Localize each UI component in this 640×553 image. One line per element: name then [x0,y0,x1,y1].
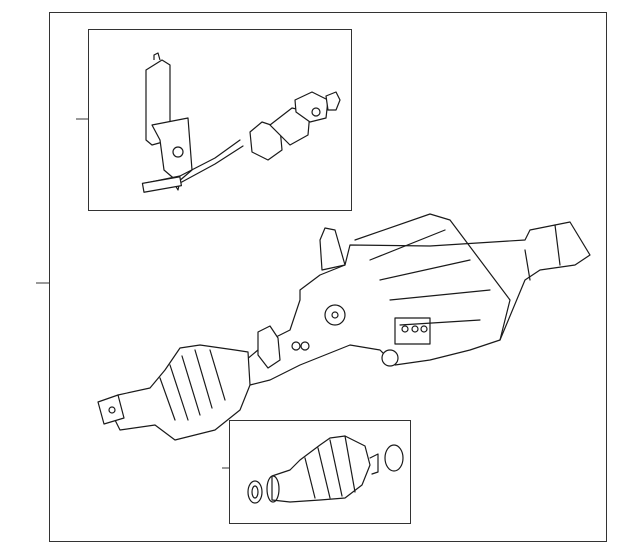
boot-kit-part [266,435,379,503]
intermediate-shaft-part [141,91,341,193]
outer-frame [49,12,607,542]
inset-frame-bottom [229,420,411,524]
boot-part [97,344,251,441]
inset-boot-seal-kit[interactable] [222,420,411,524]
motor-part [145,52,193,191]
steering-column-assembly[interactable] [97,213,591,441]
inset-frame-top [88,29,352,211]
seal-ring [247,480,263,504]
cap-disc [384,444,404,472]
inset-motor-shaft-kit[interactable] [76,29,352,211]
